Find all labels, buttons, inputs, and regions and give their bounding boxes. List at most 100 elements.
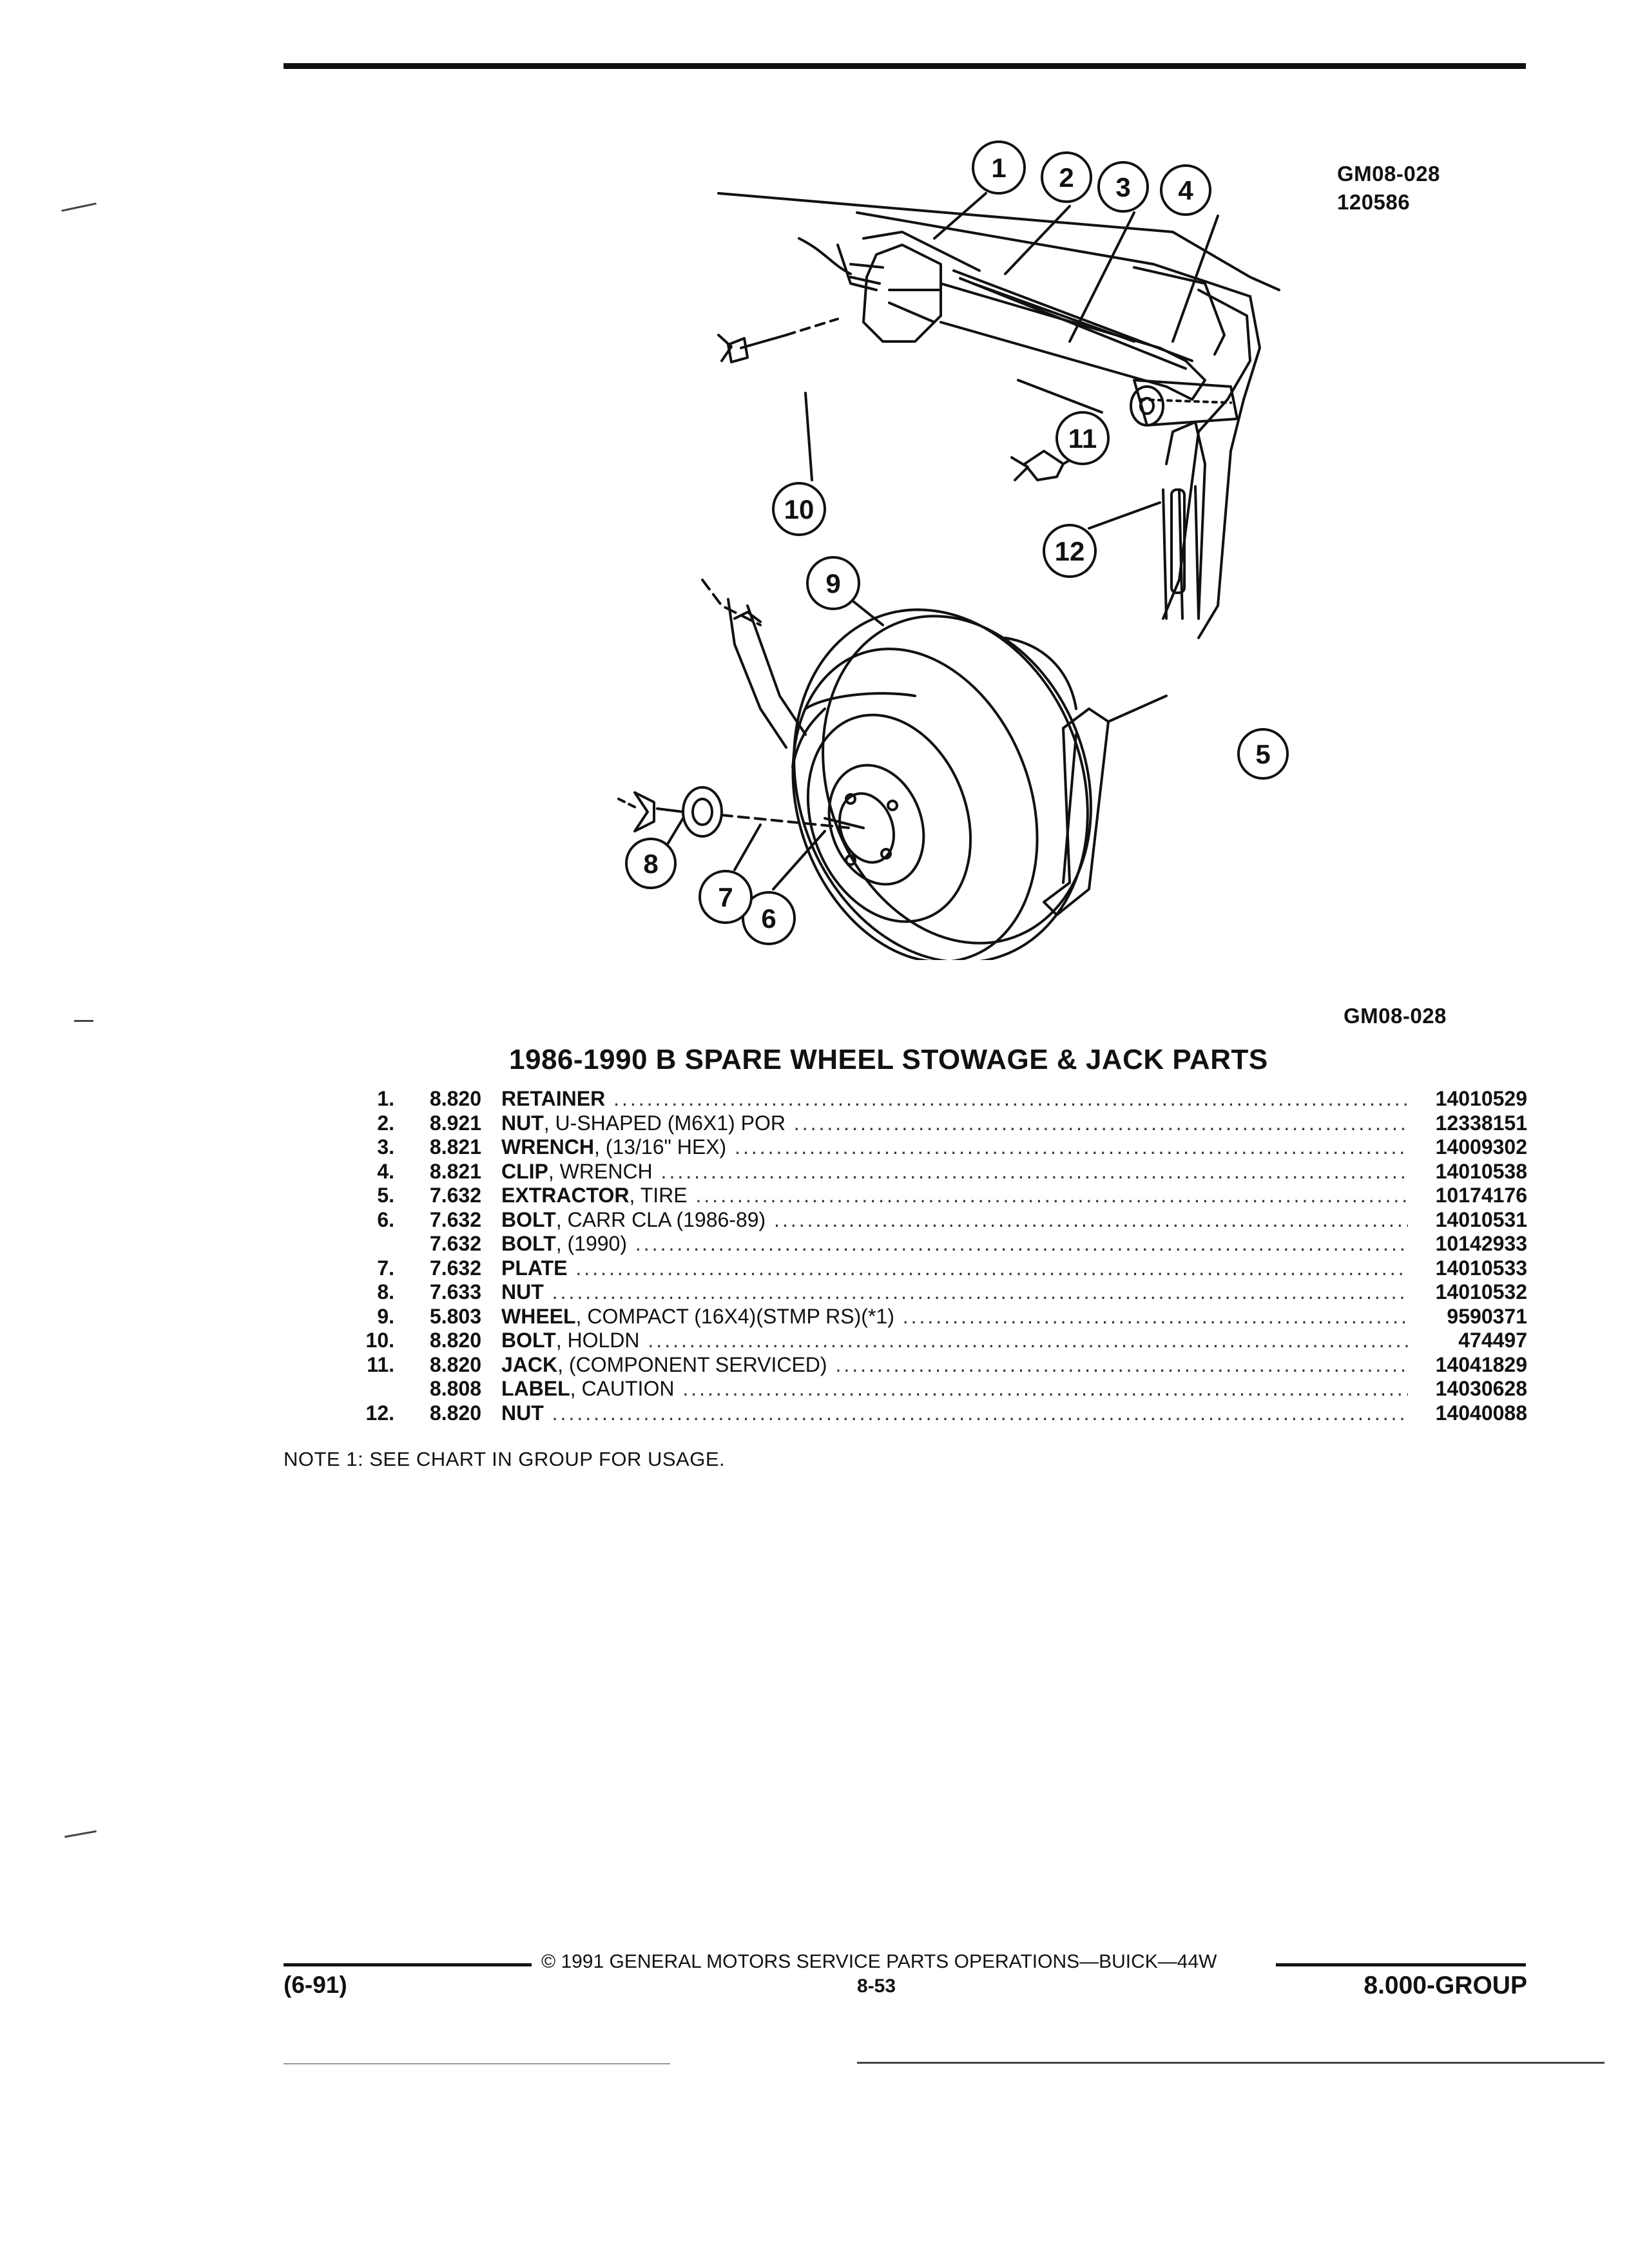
callout-number: 6.	[377, 1207, 394, 1231]
scan-mark	[74, 1020, 93, 1022]
scan-mark	[284, 2063, 670, 2064]
parts-row: 4. 8.821 CLIP, WRENCH ....................…	[322, 1160, 1527, 1184]
group-code: 7.632	[429, 1232, 481, 1255]
callout-4: 4	[1178, 175, 1193, 206]
part-description: NUT ....................................…	[501, 1401, 1408, 1426]
part-description: BOLT, HOLDN ............................…	[501, 1329, 1408, 1353]
part-number: 12338151	[1435, 1111, 1527, 1135]
parts-row: 6. 7.632 BOLT, CARR CLA (1986-89) ........…	[322, 1208, 1527, 1233]
parts-row: 3. 8.821 WRENCH, (13/16" HEX) ............…	[322, 1135, 1527, 1160]
part-qualifier: , CAUTION	[570, 1377, 675, 1400]
callout-9: 9	[825, 568, 840, 599]
leader-dots: ........................................…	[793, 1111, 1408, 1135]
part-number: 14010532	[1435, 1280, 1527, 1303]
group-code: 7.632	[429, 1207, 481, 1231]
footer-rule-right	[1276, 1963, 1526, 1966]
group-code: 7.632	[429, 1184, 481, 1207]
leader-dots: ........................................…	[735, 1135, 1408, 1158]
part-number: 14009302	[1435, 1135, 1527, 1158]
part-number: 14010533	[1435, 1256, 1527, 1280]
part-description: CLIP, WRENCH ...........................…	[501, 1160, 1408, 1184]
group-code: 8.821	[429, 1135, 481, 1158]
callout-12: 12	[1055, 536, 1085, 566]
leader-dots: ........................................…	[695, 1184, 1408, 1207]
leader-dots: ........................................…	[648, 1329, 1408, 1352]
callout-3: 3	[1115, 172, 1130, 202]
part-description: BOLT, CARR CLA (1986-89) ...............…	[501, 1208, 1408, 1233]
part-qualifier: , TIRE	[629, 1184, 688, 1207]
part-name: PLATE	[501, 1256, 568, 1280]
leader-dots: ........................................…	[575, 1256, 1408, 1280]
scan-mark	[857, 2062, 1605, 2064]
part-description: PLATE ..................................…	[501, 1256, 1408, 1281]
part-qualifier: , WRENCH	[548, 1159, 653, 1183]
part-name: NUT	[501, 1401, 544, 1425]
part-number: 14010529	[1435, 1087, 1527, 1110]
part-description: LABEL, CAUTION .........................…	[501, 1377, 1408, 1401]
part-number: 14041829	[1435, 1352, 1527, 1376]
part-number: 14030628	[1435, 1377, 1527, 1400]
callout-number: 1.	[377, 1087, 394, 1110]
scan-mark	[61, 202, 97, 212]
part-description: WRENCH, (13/16" HEX) ...................…	[501, 1135, 1408, 1160]
callout-5: 5	[1255, 739, 1270, 769]
callout-number: 3.	[377, 1135, 394, 1158]
callout-number: 10.	[365, 1329, 394, 1352]
part-description: EXTRACTOR, TIRE ........................…	[501, 1184, 1408, 1208]
group-code: 8.921	[429, 1111, 481, 1135]
part-description: BOLT, (1990) ...........................…	[501, 1232, 1408, 1256]
figure-code-block: GM08-028 120586	[1337, 160, 1440, 216]
callout-number: 4.	[377, 1159, 394, 1183]
scan-mark	[64, 1830, 97, 1838]
part-name: LABEL	[501, 1377, 570, 1400]
part-qualifier: , U-SHAPED (M6X1) POR	[543, 1111, 786, 1135]
group-code: 8.821	[429, 1159, 481, 1183]
part-qualifier: , CARR CLA (1986-89)	[555, 1207, 766, 1231]
part-number: 14010538	[1435, 1159, 1527, 1183]
part-number: 474497	[1458, 1329, 1527, 1352]
leader-dots: ........................................…	[552, 1401, 1408, 1425]
callout-10: 10	[784, 494, 815, 524]
part-name: EXTRACTOR	[501, 1184, 630, 1207]
callout-number: 8.	[377, 1280, 394, 1303]
revision-date-code: (6-91)	[284, 1972, 347, 1998]
part-name: BOLT	[501, 1207, 556, 1231]
callout-8: 8	[643, 849, 658, 879]
part-number: 10174176	[1435, 1184, 1527, 1207]
callout-number: 11.	[367, 1352, 394, 1376]
part-description: JACK, (COMPONENT SERVICED) .............…	[501, 1353, 1408, 1378]
part-name: NUT	[501, 1111, 544, 1135]
leader-dots: ........................................…	[613, 1087, 1408, 1110]
figure-code-bottom: GM08-028	[1344, 1004, 1447, 1028]
part-name: JACK	[501, 1352, 558, 1376]
callout-number: 9.	[377, 1304, 394, 1328]
part-number: 9590371	[1447, 1304, 1527, 1328]
leader-dots: ........................................…	[635, 1232, 1408, 1255]
spare-wheel-diagram: 1 2 3 4 5 6 7 8 9 10 11 12	[617, 140, 1289, 960]
part-description: WHEEL, COMPACT (16X4)(STMP RS)(*1) .....…	[501, 1305, 1408, 1329]
callout-11: 11	[1068, 423, 1097, 454]
part-description: NUT, U-SHAPED (M6X1) POR ...............…	[501, 1111, 1408, 1136]
part-qualifier: , HOLDN	[555, 1329, 640, 1352]
group-code: 7.633	[429, 1280, 481, 1303]
leader-dots: ........................................…	[552, 1280, 1408, 1303]
top-rule	[284, 63, 1526, 69]
parts-row: 7.632 BOLT, (1990) ......................…	[322, 1232, 1527, 1256]
leader-dots: ........................................…	[660, 1159, 1408, 1183]
parts-list-title: 1986-1990 B SPARE WHEEL STOWAGE & JACK P…	[509, 1044, 1268, 1075]
group-code: 8.820	[429, 1087, 481, 1110]
callout-number: 12.	[365, 1401, 394, 1425]
footer-rule-left	[284, 1963, 532, 1966]
figure-date-code: 120586	[1337, 190, 1411, 214]
callout-number: 7.	[377, 1256, 394, 1280]
leader-dots: ........................................…	[682, 1377, 1408, 1400]
part-number: 14040088	[1435, 1401, 1527, 1425]
part-qualifier: , COMPACT (16X4)(STMP RS)(*1)	[575, 1304, 894, 1328]
